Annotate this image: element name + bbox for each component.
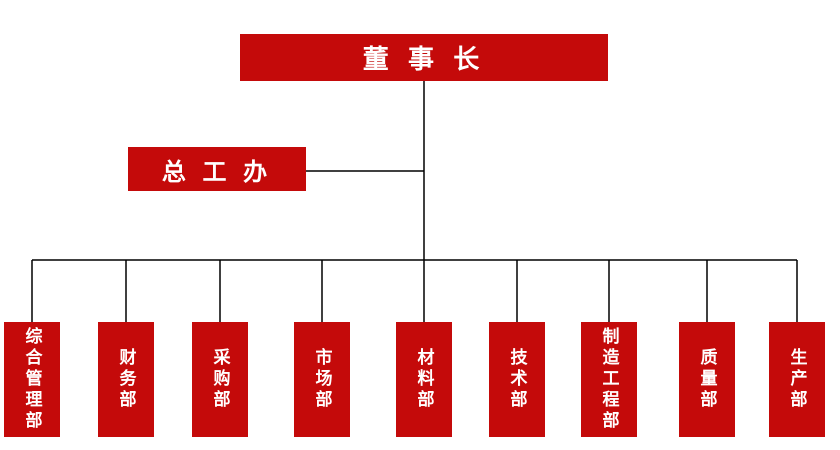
dept-box-general-management: 综合管理部 [4, 322, 60, 437]
dept-box-purchasing: 采购部 [192, 322, 248, 437]
dept-box-technology: 技术部 [489, 322, 545, 437]
dept-label: 制造工程部 [599, 327, 619, 432]
dept-box-quality: 质量部 [679, 322, 735, 437]
dept-box-marketing: 市场部 [294, 322, 350, 437]
chief-engineer-office-box: 总 工 办 [128, 147, 306, 191]
dept-box-manufacturing-engineering: 制造工程部 [581, 322, 637, 437]
dept-label: 采购部 [210, 348, 230, 411]
chairman-label: 董 事 长 [362, 44, 486, 74]
dept-label: 技术部 [507, 348, 527, 411]
dept-label: 生产部 [787, 348, 807, 411]
dept-label: 质量部 [697, 348, 717, 411]
chief-engineer-office-label: 总 工 办 [161, 158, 273, 186]
dept-label: 财务部 [116, 348, 136, 411]
dept-label: 市场部 [312, 348, 332, 411]
dept-label: 综合管理部 [22, 327, 42, 432]
dept-box-finance: 财务部 [98, 322, 154, 437]
dept-label: 材料部 [414, 348, 434, 411]
dept-box-production: 生产部 [769, 322, 825, 437]
dept-box-materials: 材料部 [396, 322, 452, 437]
chairman-box: 董 事 长 [240, 34, 608, 81]
